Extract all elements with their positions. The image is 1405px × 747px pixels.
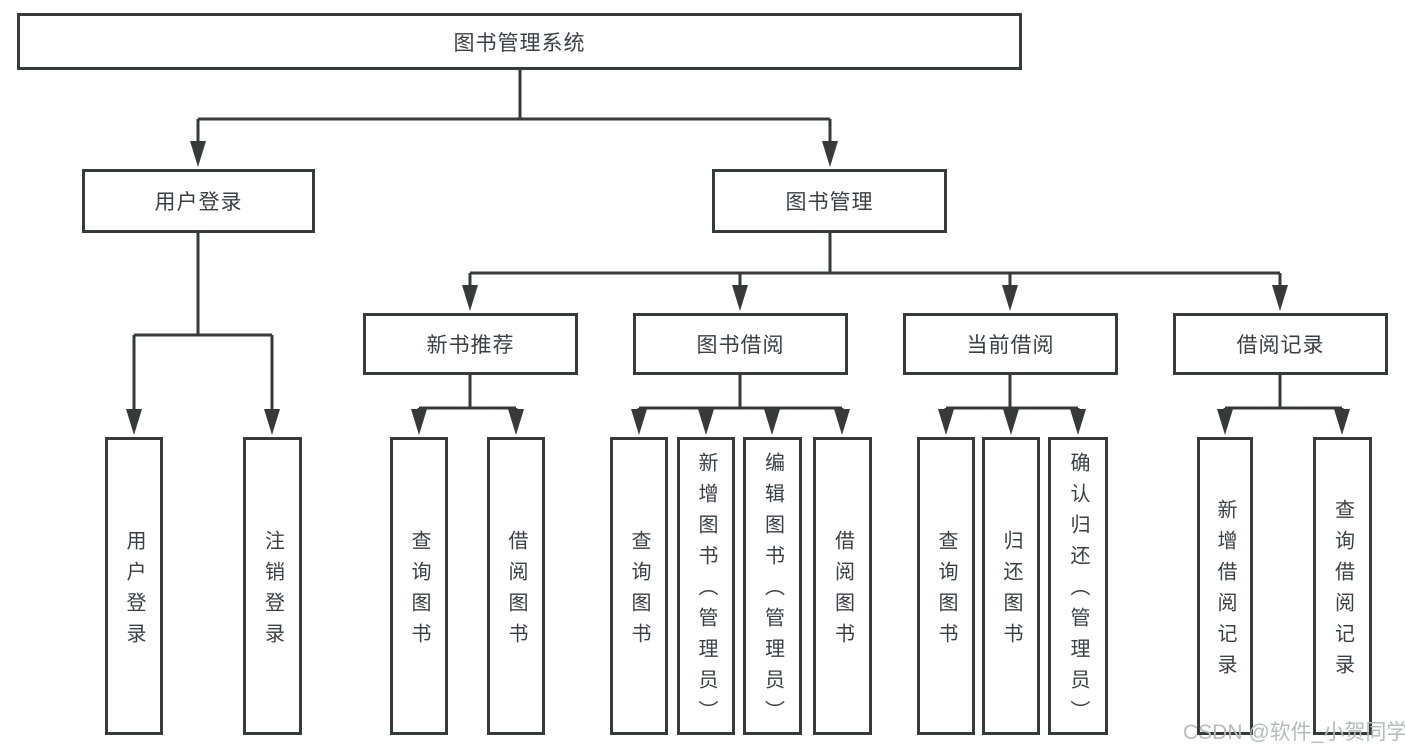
node-book-borrowing-label: 图书借阅: [696, 334, 785, 357]
node-leaf-recommend-borrow-books-label: 借阅图书: [505, 529, 527, 654]
node-leaf-logout: 注销登录: [243, 437, 302, 735]
node-leaf-current-query-books: 查询图书: [917, 437, 975, 735]
watermark: CSDN @软件_小贺同学: [1183, 721, 1405, 744]
node-user-login: 用户登录: [82, 169, 315, 233]
node-leaf-borrowing-query-books: 查询图书: [610, 437, 668, 735]
node-user-login-label: 用户登录: [154, 191, 243, 214]
node-leaf-user-login: 用户登录: [105, 437, 163, 735]
node-leaf-recommend-borrow-books: 借阅图书: [487, 437, 545, 735]
node-new-books-label: 新书推荐: [426, 334, 515, 357]
connector-book-management-branch: [462, 233, 1288, 311]
connector-borrowing-records-branch: [1217, 375, 1350, 435]
node-borrowing-records: 借阅记录: [1173, 313, 1388, 375]
node-leaf-borrowing-edit-books: 编辑图书（管理员）: [743, 437, 802, 735]
node-leaf-current-confirm-return-label: 确认归还（管理员）: [1067, 452, 1089, 731]
node-leaf-borrowing-edit-books-label: 编辑图书（管理员）: [761, 452, 784, 731]
node-leaf-borrowing-add-books-label: 新增图书（管理员）: [695, 452, 717, 731]
node-leaf-recommend-query-books: 查询图书: [390, 437, 448, 735]
node-leaf-logout-label: 注销登录: [261, 529, 284, 654]
connector-book-borrowing-branch: [631, 375, 850, 435]
connector-new-books-branch: [411, 375, 524, 435]
node-leaf-borrowing-add-books: 新增图书（管理员）: [677, 437, 735, 735]
node-current-borrowing-label: 当前借阅: [966, 334, 1055, 357]
node-leaf-current-return-books-label: 归还图书: [1000, 529, 1022, 654]
connector-user-login-branch: [126, 233, 280, 435]
node-leaf-user-login-label: 用户登录: [123, 529, 145, 654]
connector-current-borrowing-branch: [938, 375, 1086, 435]
node-leaf-current-confirm-return: 确认归还（管理员）: [1048, 437, 1108, 735]
node-book-management: 图书管理: [712, 169, 947, 233]
node-book-borrowing: 图书借阅: [633, 313, 848, 375]
node-leaf-borrowing-borrow-books: 借阅图书: [813, 437, 872, 735]
node-leaf-current-query-books-label: 查询图书: [935, 529, 957, 654]
node-new-books: 新书推荐: [363, 313, 578, 375]
node-leaf-borrowing-query-books-label: 查询图书: [628, 529, 650, 654]
node-leaf-records-add-record: 新增借阅记录: [1197, 437, 1253, 735]
node-leaf-records-add-record-label: 新增借阅记录: [1214, 498, 1236, 685]
node-root-label: 图书管理系统: [453, 31, 586, 55]
node-borrowing-records-label: 借阅记录: [1236, 334, 1325, 357]
node-leaf-recommend-query-books-label: 查询图书: [408, 529, 430, 654]
node-current-borrowing: 当前借阅: [903, 313, 1118, 375]
node-leaf-current-return-books: 归还图书: [982, 437, 1040, 735]
node-root: 图书管理系统: [17, 13, 1022, 70]
node-leaf-records-query-record: 查询借阅记录: [1313, 437, 1372, 735]
node-leaf-borrowing-borrow-books-label: 借阅图书: [831, 529, 854, 654]
connector-root-to-level2: [190, 70, 838, 167]
node-leaf-records-query-record-label: 查询借阅记录: [1331, 498, 1354, 685]
node-book-management-label: 图书管理: [785, 191, 874, 214]
